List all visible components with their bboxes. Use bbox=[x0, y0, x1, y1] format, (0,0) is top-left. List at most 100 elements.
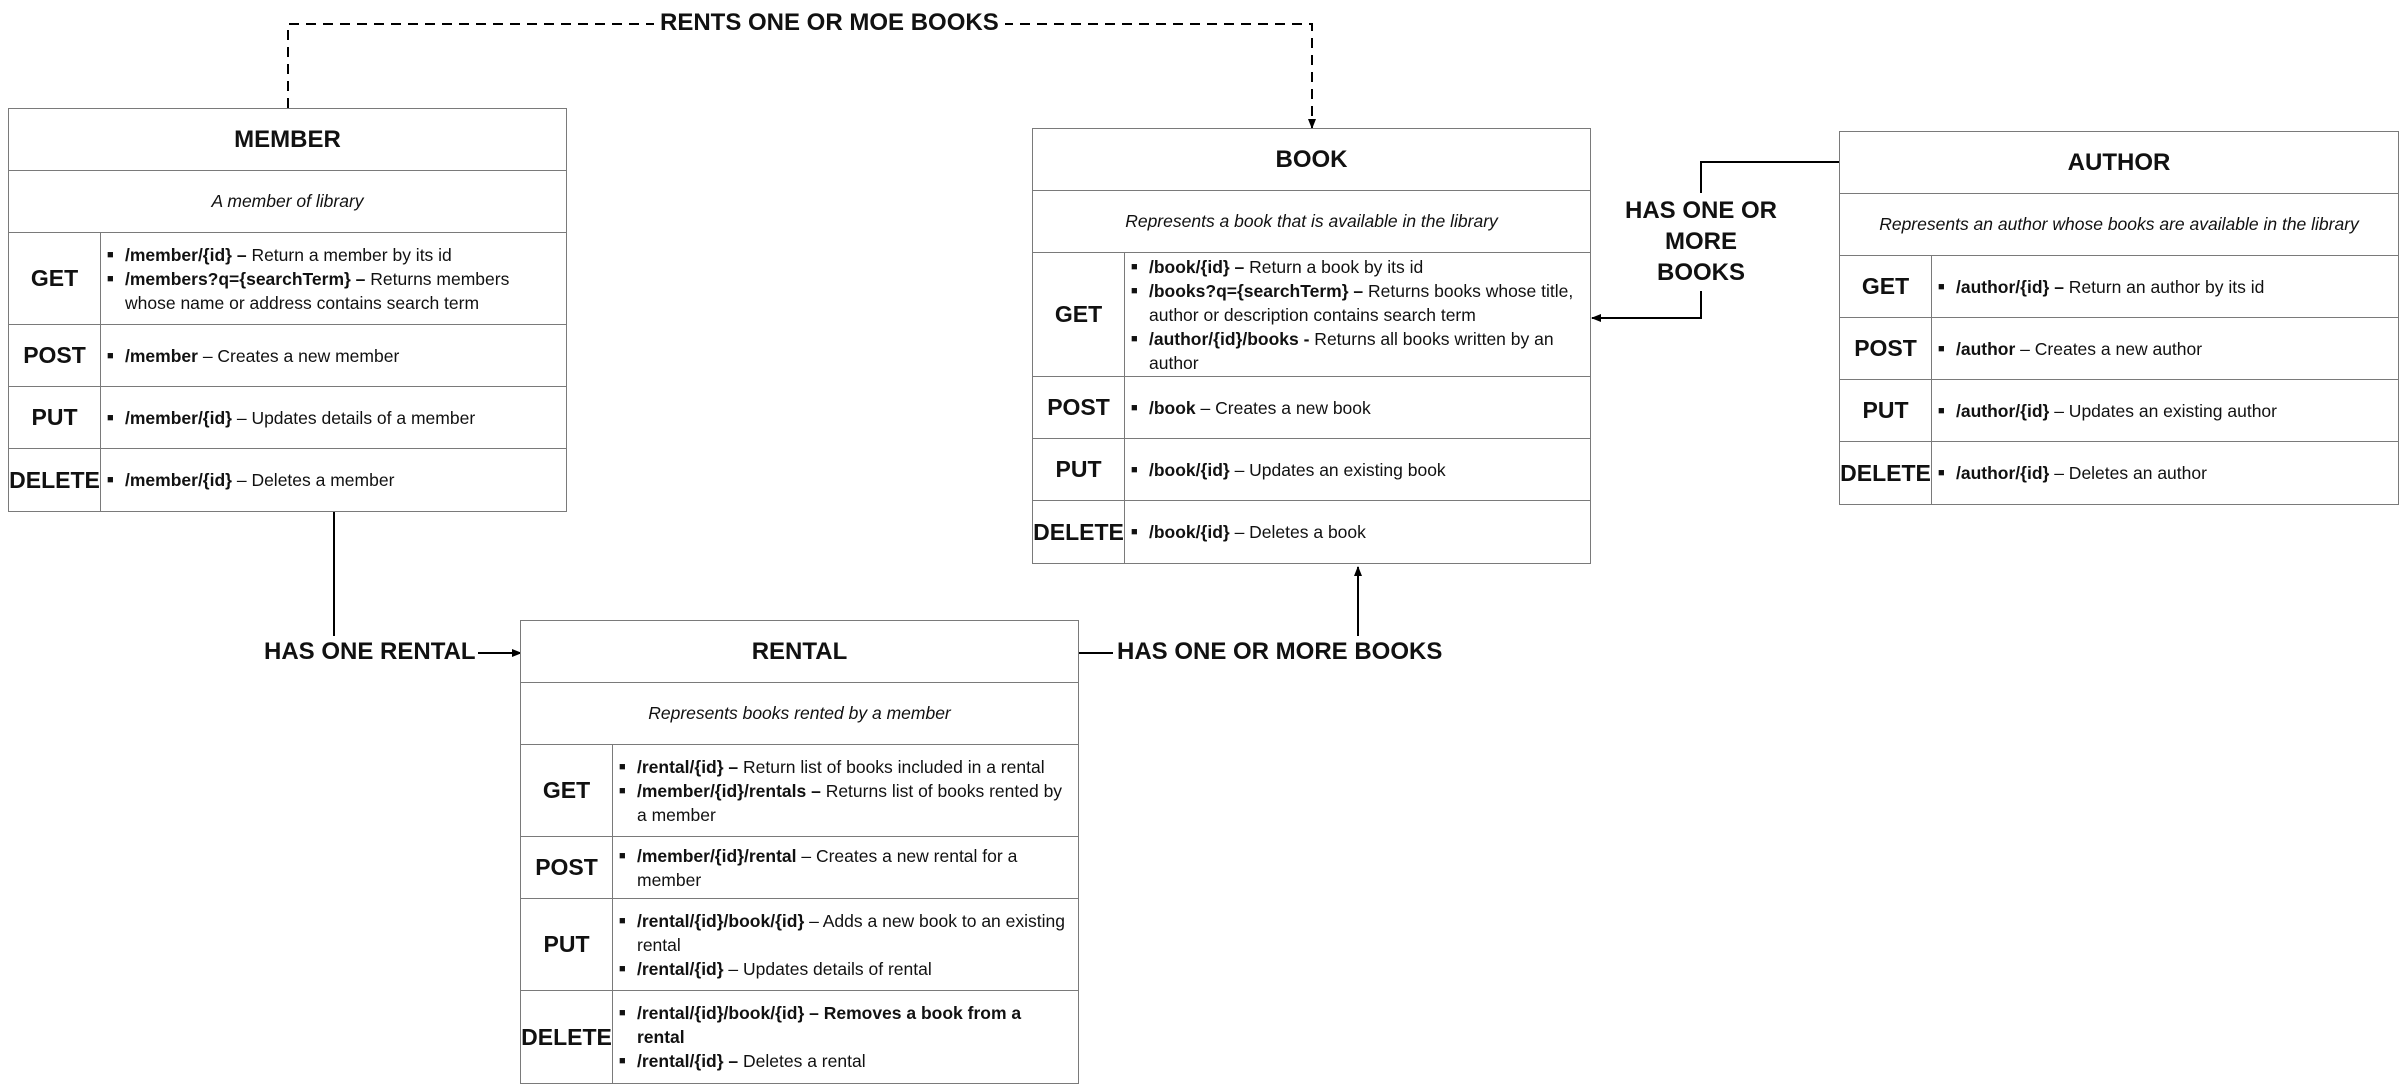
author-get-method: GET bbox=[1840, 256, 1932, 317]
member-post-endpoints: ■ /member – Creates a new member bbox=[101, 325, 566, 386]
endpoint-description: Returns books whose title, author or des… bbox=[1149, 280, 1574, 325]
member-has-rental-connector bbox=[333, 512, 522, 657]
bullet-icon: ■ bbox=[1131, 463, 1138, 476]
bullet-icon: ■ bbox=[1131, 260, 1138, 273]
member-put-method: PUT bbox=[9, 387, 101, 448]
endpoint-path: /rental/{id}/book/{id} – Removes a book … bbox=[637, 1003, 1022, 1047]
author-get-endpoints: ■/author/{id} – Return an author by its … bbox=[1932, 256, 2398, 317]
author-post-endpoint: ■ /author – Creates a new author bbox=[1938, 337, 2390, 361]
endpoint-path: /rental/{id} – bbox=[637, 756, 739, 777]
member-delete-endpoints: ■ /member/{id} – Deletes a member bbox=[101, 449, 566, 511]
endpoint-path: /author/{id}/books - bbox=[1149, 328, 1310, 349]
endpoint-path: /members?q={searchTerm} – bbox=[125, 268, 366, 289]
rental-delete-endpoint: ■/rental/{id} – Deletes a rental bbox=[619, 1049, 1070, 1073]
author-get-endpoint: ■/author/{id} – Return an author by its … bbox=[1938, 275, 2390, 299]
endpoint-text: /member/{id} – Return a member by its id bbox=[125, 243, 558, 267]
endpoint-text: /member/{id} – Deletes a member bbox=[125, 468, 558, 492]
endpoint-description: Returns list of books rented by a member bbox=[637, 780, 1063, 825]
bullet-icon: ■ bbox=[107, 474, 114, 486]
endpoint-description: – Adds a new book to an existing rental bbox=[637, 910, 1065, 955]
bullet-icon: ■ bbox=[1131, 284, 1138, 297]
endpoint-text: /rental/{id} – Return list of books incl… bbox=[637, 755, 1070, 779]
bullet-icon: ■ bbox=[107, 349, 114, 362]
endpoint-text: /book/{id} – Updates an existing book bbox=[1149, 458, 1582, 482]
member-delete-row: DELETE ■ /member/{id} – Deletes a member bbox=[9, 449, 566, 511]
endpoint-path: /author/{id} bbox=[1956, 463, 2050, 483]
book-put-method: PUT bbox=[1033, 439, 1125, 500]
endpoint-path: /rental/{id}/book/{id} bbox=[637, 910, 805, 931]
endpoint-description: – Creates a new member bbox=[197, 345, 400, 366]
endpoint-description: Return list of books included in a renta… bbox=[738, 756, 1045, 777]
endpoint-description: – Updates details of a member bbox=[231, 407, 476, 428]
endpoint-text: /author/{id} – Deletes an author bbox=[1956, 461, 2390, 485]
endpoint-text: /books?q={searchTerm} – Returns books wh… bbox=[1149, 279, 1582, 327]
endpoint-text: /rental/{id}/book/{id} – Removes a book … bbox=[637, 1001, 1070, 1049]
author-delete-endpoint: ■/author/{id} – Deletes an author bbox=[1938, 461, 2390, 485]
book-get-endpoints: ■/book/{id} – Return a book by its id■/b… bbox=[1125, 253, 1590, 376]
endpoint-path: /member/{id}/rental bbox=[637, 845, 797, 866]
rental-put-row: PUT■/rental/{id}/book/{id} – Adds a new … bbox=[521, 899, 1078, 991]
rental-post-row: POST■/member/{id}/rental – Creates a new… bbox=[521, 837, 1078, 899]
author-delete-method: DELETE bbox=[1840, 442, 1932, 504]
bullet-icon: ■ bbox=[619, 760, 626, 773]
endpoint-path: /author bbox=[1956, 338, 2016, 359]
rental-put-method: PUT bbox=[521, 899, 613, 990]
member-post-endpoint: ■ /member – Creates a new member bbox=[107, 344, 558, 368]
member-put-endpoints: ■/member/{id} – Updates details of a mem… bbox=[101, 387, 566, 448]
member-put-endpoint: ■/member/{id} – Updates details of a mem… bbox=[107, 406, 558, 430]
author-post-endpoints: ■ /author – Creates a new author bbox=[1932, 318, 2398, 379]
bullet-icon: ■ bbox=[107, 272, 114, 285]
author-put-method: PUT bbox=[1840, 380, 1932, 441]
bullet-icon: ■ bbox=[619, 1007, 626, 1019]
author-description: Represents an author whose books are ava… bbox=[1840, 194, 2398, 256]
bullet-icon: ■ bbox=[619, 784, 626, 797]
rental-get-endpoint: ■ /member/{id}/rentals – Returns list of … bbox=[619, 779, 1070, 827]
bullet-icon: ■ bbox=[1131, 332, 1138, 345]
member-get-endpoint: ■ /member/{id} – Return a member by its i… bbox=[107, 243, 558, 267]
endpoint-description: Return a member by its id bbox=[246, 244, 452, 265]
endpoint-description: – Updates an existing author bbox=[2049, 400, 2277, 421]
book-post-endpoints: ■/book – Creates a new book bbox=[1125, 377, 1590, 438]
member-get-endpoint: ■/members?q={searchTerm} – Returns membe… bbox=[107, 267, 558, 315]
author-delete-row: DELETE■/author/{id} – Deletes an author bbox=[1840, 442, 2398, 504]
endpoint-path: /books?q={searchTerm} – bbox=[1149, 280, 1364, 301]
endpoint-path: /book/{id} bbox=[1149, 459, 1230, 480]
member-get-method: GET bbox=[9, 233, 101, 324]
endpoint-description: – Updates details of rental bbox=[723, 958, 932, 979]
endpoint-text: /member/{id}/rentals – Returns list of b… bbox=[637, 779, 1070, 827]
book-get-endpoint: ■ /books?q={searchTerm} – Returns books w… bbox=[1131, 279, 1582, 327]
rental-title: RENTAL bbox=[521, 621, 1078, 683]
endpoint-path: /book/{id} bbox=[1149, 522, 1230, 542]
book-delete-row: DELETE■/book/{id} – Deletes a book bbox=[1033, 501, 1590, 563]
endpoint-text: /author/{id} – Return an author by its i… bbox=[1956, 275, 2390, 299]
endpoint-description: – Deletes an author bbox=[2049, 463, 2207, 483]
book-get-row: GET■/book/{id} – Return a book by its id… bbox=[1033, 253, 1590, 377]
bullet-icon: ■ bbox=[1938, 342, 1945, 355]
book-delete-method: DELETE bbox=[1033, 501, 1125, 563]
endpoint-path: /author/{id} – bbox=[1956, 276, 2064, 297]
rental-get-endpoint: ■ /rental/{id} – Return list of books inc… bbox=[619, 755, 1070, 779]
rental-get-row: GET■/rental/{id} – Return list of books … bbox=[521, 745, 1078, 837]
member-get-row: GET ■ /member/{id} – Return a member by it… bbox=[9, 233, 566, 325]
rental-put-endpoint: ■/rental/{id}/book/{id} – Adds a new boo… bbox=[619, 909, 1070, 957]
endpoint-description: – Deletes a book bbox=[1229, 522, 1366, 542]
book-post-row: POST■/book – Creates a new book bbox=[1033, 377, 1590, 439]
endpoint-text: /book – Creates a new book bbox=[1149, 396, 1582, 420]
endpoint-path: /book bbox=[1149, 397, 1196, 418]
book-title: BOOK bbox=[1033, 129, 1590, 191]
author-put-row: PUT■/author/{id} – Updates an existing a… bbox=[1840, 380, 2398, 442]
member-title: MEMBER bbox=[9, 109, 566, 171]
endpoint-text: /member – Creates a new member bbox=[125, 344, 558, 368]
endpoint-text: /author – Creates a new author bbox=[1956, 337, 2390, 361]
rental-delete-endpoints: ■ /rental/{id}/book/{id} – Removes a book… bbox=[613, 991, 1078, 1083]
endpoint-description: – Creates a new book bbox=[1195, 397, 1371, 418]
rental-put-endpoints: ■/rental/{id}/book/{id} – Adds a new boo… bbox=[613, 899, 1078, 990]
member-delete-method: DELETE bbox=[9, 449, 101, 511]
bullet-icon: ■ bbox=[107, 248, 114, 261]
book-delete-endpoint: ■/book/{id} – Deletes a book bbox=[1131, 520, 1582, 544]
endpoint-path: /author/{id} bbox=[1956, 400, 2050, 421]
rental-delete-endpoint: ■ /rental/{id}/book/{id} – Removes a book… bbox=[619, 1001, 1070, 1049]
book-get-method: GET bbox=[1033, 253, 1125, 376]
book-put-endpoint: ■ /book/{id} – Updates an existing book bbox=[1131, 458, 1582, 482]
